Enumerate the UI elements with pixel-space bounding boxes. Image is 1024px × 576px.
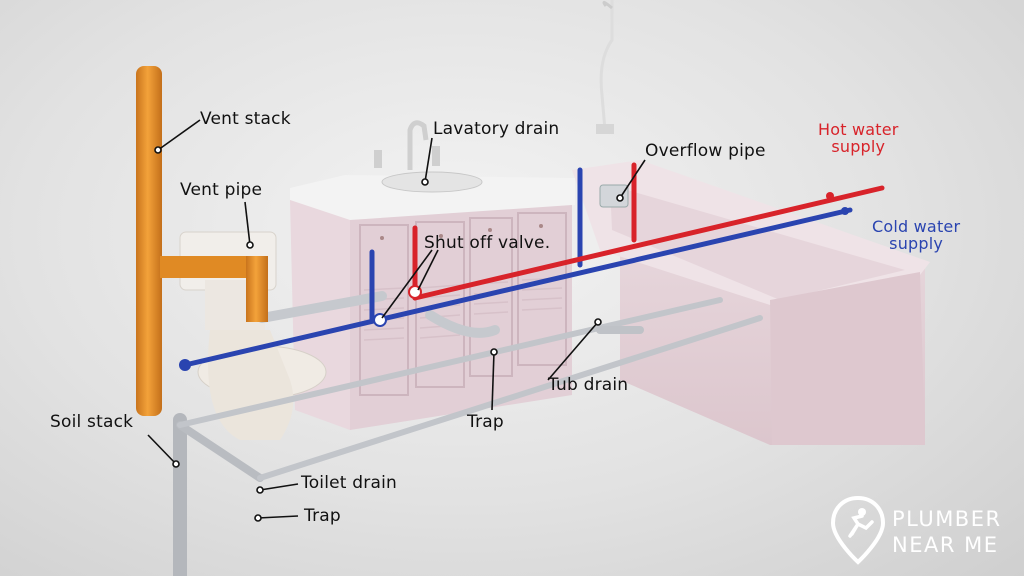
vent-system [136,66,268,416]
plumber-near-me-logo: PLUMBER NEAR ME [828,494,1018,566]
cold-water-line1: Cold water [872,217,961,236]
bathtub [572,160,930,445]
cold-water-supply-line [179,167,853,371]
hot-water-line2: supply [831,137,886,156]
logo-wordmark: PLUMBER NEAR ME [892,506,1002,558]
label-cold-water-supply: Cold water supply [872,218,960,252]
drain-pipes [173,254,763,576]
label-toilet-drain: Toilet drain [301,473,397,493]
label-soil-stack: Soil stack [50,412,134,432]
label-hot-water-supply: Hot water supply [818,121,899,155]
supply-label-markers [826,192,849,215]
label-vent-stack: Vent stack [200,109,291,129]
location-pin-icon [830,495,886,565]
label-trap-toilet: Trap [304,506,341,526]
hot-water-line1: Hot water [818,120,899,139]
label-tub-drain: Tub drain [548,375,629,395]
leader-lines [147,119,646,522]
logo-line1: PLUMBER [892,507,1002,531]
cold-water-line2: supply [889,234,944,253]
label-trap-sink: Trap [467,412,504,432]
lavatory-sink [374,120,483,193]
label-lavatory-drain: Lavatory drain [433,119,560,139]
label-overflow-pipe: Overflow pipe [645,141,766,161]
label-shut-off-valve: Shut off valve. [424,233,551,253]
label-vent-pipe: Vent pipe [180,180,263,200]
logo-line2: NEAR ME [892,533,999,557]
